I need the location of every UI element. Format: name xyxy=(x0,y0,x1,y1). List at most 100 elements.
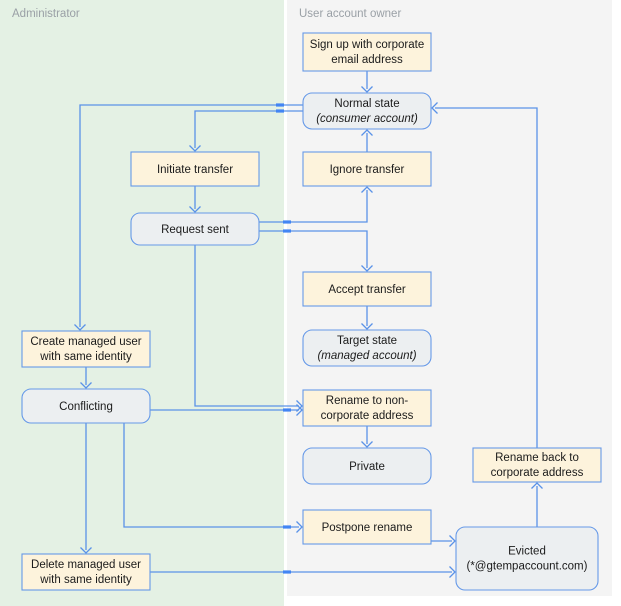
arrowhead-normal-create xyxy=(74,324,86,331)
swimlane-label-admin: Administrator xyxy=(12,8,80,20)
arrowhead-evicted-renameback xyxy=(531,482,543,489)
edge-line-normal-create xyxy=(79,104,303,327)
swimlane-label-user: User account owner xyxy=(299,8,401,20)
edge-normal-create xyxy=(74,104,303,331)
node-label-evicted-line2: (*@gtempaccount.com) xyxy=(467,561,588,573)
node-shape-delete[interactable] xyxy=(21,553,151,591)
node-shape-postpone[interactable] xyxy=(302,509,432,545)
node-label-renameback-line1: Rename back to xyxy=(495,452,579,464)
node-shape-signup[interactable] xyxy=(302,32,432,72)
node-normal[interactable]: Normal state(consumer account) xyxy=(302,92,432,130)
edge-create-conflict xyxy=(80,367,92,389)
arrowhead-ignore-normal xyxy=(361,129,373,136)
arrowhead-request-accept xyxy=(361,265,373,272)
arrowhead-conflict-postpone xyxy=(296,521,303,533)
node-shape-private[interactable] xyxy=(302,447,432,485)
node-shape-request[interactable] xyxy=(130,212,260,246)
node-accept[interactable]: Accept transfer xyxy=(302,271,432,307)
node-shape-conflict[interactable] xyxy=(21,388,151,424)
node-shape-initiate[interactable] xyxy=(130,151,260,187)
node-postpone[interactable]: Postpone rename xyxy=(302,509,432,545)
edge-line-request-ignore xyxy=(259,190,368,223)
node-shape-renameto[interactable] xyxy=(302,389,432,427)
node-label-private: Private xyxy=(349,461,385,473)
edge-ignore-normal xyxy=(361,129,373,152)
arrowhead-conflict-delete xyxy=(80,547,92,554)
node-label-renameto-line1: Rename to non- xyxy=(326,395,409,407)
node-shape-target[interactable] xyxy=(302,329,432,367)
node-evicted[interactable]: Evicted (*@gtempaccount.com) xyxy=(455,526,599,591)
arrowhead-request-ignore xyxy=(361,186,373,193)
node-label-target-line2: (managed account) xyxy=(317,350,416,362)
edge-line-conflict-postpone xyxy=(123,423,299,528)
edge-conflict-renameto xyxy=(150,404,303,416)
node-delete[interactable]: Delete managed user with same identity xyxy=(21,553,151,591)
node-create[interactable]: Create managed user with same identity xyxy=(21,330,151,368)
node-conflict[interactable]: Conflicting xyxy=(21,388,151,424)
node-ignore[interactable]: Ignore transfer xyxy=(302,151,432,187)
node-label-postpone: Postpone rename xyxy=(322,522,413,534)
node-label-request: Request sent xyxy=(161,224,230,236)
arrowhead-renameto-private xyxy=(361,441,373,448)
node-label-conflict: Conflicting xyxy=(59,401,113,413)
node-request[interactable]: Request sent xyxy=(130,212,260,246)
edge-delete-evicted xyxy=(150,566,456,578)
edge-conflict-delete xyxy=(80,423,92,554)
node-shape-evicted[interactable] xyxy=(455,526,599,591)
edge-postpone-evicted xyxy=(431,535,456,547)
edge-line-request-accept xyxy=(259,230,368,268)
edge-line-normal-initiate xyxy=(194,110,303,148)
node-label-initiate: Initiate transfer xyxy=(157,164,233,176)
node-label-renameto-line2: corporate address xyxy=(321,410,414,422)
arrowhead-delete-evicted xyxy=(449,566,456,578)
arrowhead-signup-normal xyxy=(361,86,373,93)
node-label-renameback-line2: corporate address xyxy=(491,467,584,479)
edge-renameto-private xyxy=(361,426,373,448)
node-shape-create[interactable] xyxy=(21,330,151,368)
node-shape-ignore[interactable] xyxy=(302,151,432,187)
node-label-create-line1: Create managed user xyxy=(30,336,141,348)
node-label-evicted-line1: Evicted xyxy=(508,546,546,558)
edge-signup-normal xyxy=(361,71,373,93)
node-target[interactable]: Target state (managed account) xyxy=(302,329,432,367)
node-label-target-line1: Target state xyxy=(337,335,397,347)
arrowhead-postpone-evicted xyxy=(449,535,456,547)
arrowhead-normal-initiate xyxy=(189,145,201,152)
edge-line-request-renameto xyxy=(194,245,299,407)
edge-request-ignore xyxy=(259,186,373,223)
edge-layer xyxy=(74,71,543,578)
node-shape-renameback[interactable] xyxy=(472,447,602,483)
arrowhead-accept-target xyxy=(361,323,373,330)
swimlane-admin: Administrator xyxy=(0,0,284,606)
swimlane-bg-admin xyxy=(0,0,284,606)
node-layer: Sign up with corporate email addressNorma… xyxy=(21,32,602,591)
node-shape-normal[interactable] xyxy=(302,92,432,130)
node-renameto[interactable]: Rename to non-corporate address xyxy=(302,389,432,427)
edge-request-accept xyxy=(259,230,373,272)
edge-evicted-renameback xyxy=(531,482,543,527)
node-private[interactable]: Private xyxy=(302,447,432,485)
edge-renameback-normal xyxy=(431,102,538,448)
edge-line-renameback-normal xyxy=(435,107,538,448)
node-label-signup-line1: Sign up with corporate xyxy=(310,39,424,51)
edge-initiate-request xyxy=(189,186,201,213)
node-label-ignore: Ignore transfer xyxy=(330,164,405,176)
arrowhead-initiate-request xyxy=(189,206,201,213)
edge-conflict-postpone xyxy=(123,423,303,533)
edge-accept-target xyxy=(361,306,373,330)
node-initiate[interactable]: Initiate transfer xyxy=(130,151,260,187)
node-label-delete-line1: Delete managed user xyxy=(31,559,141,571)
node-label-normal-line1: Normal state xyxy=(334,98,399,110)
node-label-signup-line2: email address xyxy=(331,54,403,66)
node-label-create-line2: with same identity xyxy=(39,351,132,363)
arrowhead-create-conflict xyxy=(80,382,92,389)
edge-normal-initiate xyxy=(189,110,303,152)
node-label-delete-line2: with same identity xyxy=(39,574,132,586)
arrowhead-renameback-normal xyxy=(431,102,438,114)
node-label-accept: Accept transfer xyxy=(328,284,406,296)
node-signup[interactable]: Sign up with corporate email address xyxy=(302,32,432,72)
node-shape-accept[interactable] xyxy=(302,271,432,307)
node-renameback[interactable]: Rename back to corporate address xyxy=(472,447,602,483)
